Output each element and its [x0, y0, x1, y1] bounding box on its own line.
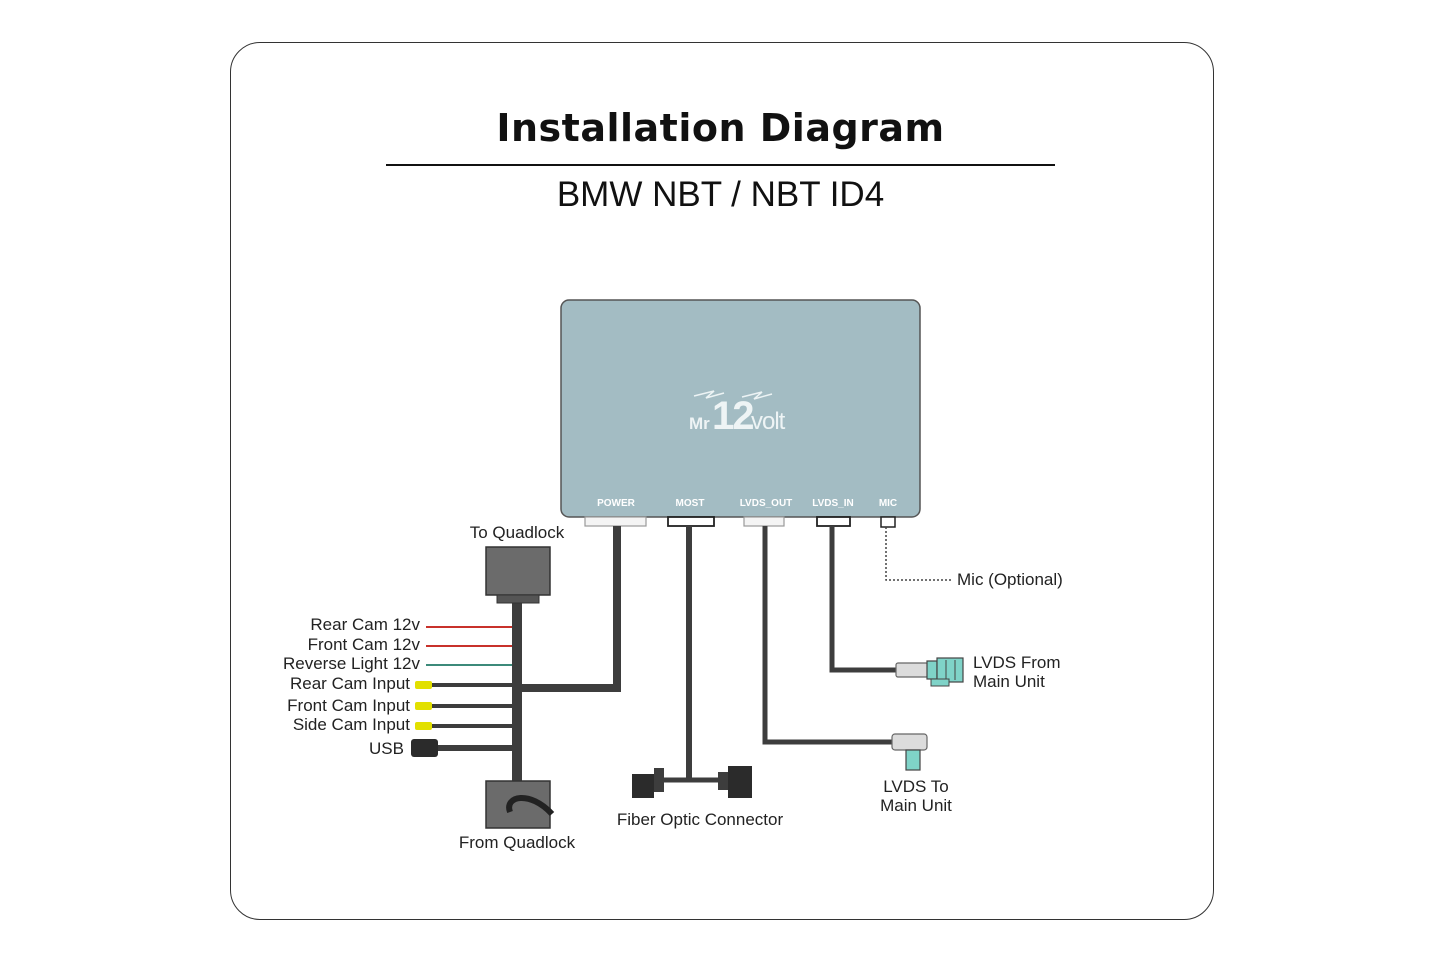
- title-divider: [386, 164, 1055, 166]
- lvds-from-label-line2: Main Unit: [973, 672, 1045, 691]
- mic-socket: [880, 516, 896, 528]
- wire-label-side-cam-input: Side Cam Input: [293, 715, 410, 734]
- lvds-out-cable: [762, 526, 893, 745]
- power-cable: [517, 526, 621, 692]
- lvds-from-main-unit-connector: [895, 657, 964, 687]
- to-quadlock-label: To Quadlock: [470, 523, 565, 542]
- lvds-to-label-line1: LVDS To: [883, 777, 949, 796]
- wire-label-front-cam-12v: Front Cam 12v: [308, 635, 421, 654]
- from-quadlock-connector: [485, 780, 555, 829]
- most-socket: [667, 516, 715, 527]
- side-cam-rca-plug: [415, 722, 432, 730]
- mic-label: Mic (Optional): [957, 570, 1063, 589]
- port-label-power: POWER: [597, 498, 636, 509]
- power-socket: [584, 516, 647, 527]
- fiber-optic-connector-left: [632, 768, 664, 798]
- wire-label-front-cam-input: Front Cam Input: [287, 696, 410, 715]
- lvds-in-socket: [816, 516, 851, 527]
- logo-mr: Mr: [689, 414, 710, 433]
- from-quadlock-label: From Quadlock: [459, 833, 576, 852]
- port-label-most: MOST: [676, 498, 705, 509]
- page-subtitle: BMW NBT / NBT ID4: [556, 175, 885, 214]
- fiber-optic-label: Fiber Optic Connector: [617, 810, 784, 829]
- lvds-to-label-line2: Main Unit: [880, 796, 952, 815]
- lvds-in-cable: [829, 526, 897, 673]
- port-label-lvds-out: LVDS_OUT: [740, 498, 793, 509]
- lvds-to-main-unit-connector: [891, 733, 928, 771]
- wire-label-reverse-light-12v: Reverse Light 12v: [283, 654, 421, 673]
- port-label-lvds-in: LVDS_IN: [812, 498, 854, 509]
- interface-module: [560, 299, 921, 518]
- to-quadlock-connector: [485, 546, 551, 604]
- wire-label-rear-cam-input: Rear Cam Input: [290, 674, 410, 693]
- rear-cam-rca-plug: [415, 681, 432, 689]
- logo-number: 12: [712, 394, 753, 438]
- lvds-from-label-line1: LVDS From: [973, 653, 1061, 672]
- lvds-out-socket: [743, 516, 785, 527]
- page-title: Installation Diagram: [496, 106, 945, 150]
- mic-wire: [885, 527, 952, 581]
- usb-plug: [411, 739, 438, 757]
- wire-label-rear-cam-12v: Rear Cam 12v: [310, 615, 420, 634]
- front-cam-rca-plug: [415, 702, 432, 710]
- logo-volt: volt: [751, 408, 786, 435]
- fiber-optic-connector-right: [718, 766, 752, 798]
- port-label-mic: MIC: [879, 498, 897, 509]
- mr12volt-logo: Mr 12 volt: [689, 390, 787, 438]
- wire-label-usb: USB: [369, 739, 404, 758]
